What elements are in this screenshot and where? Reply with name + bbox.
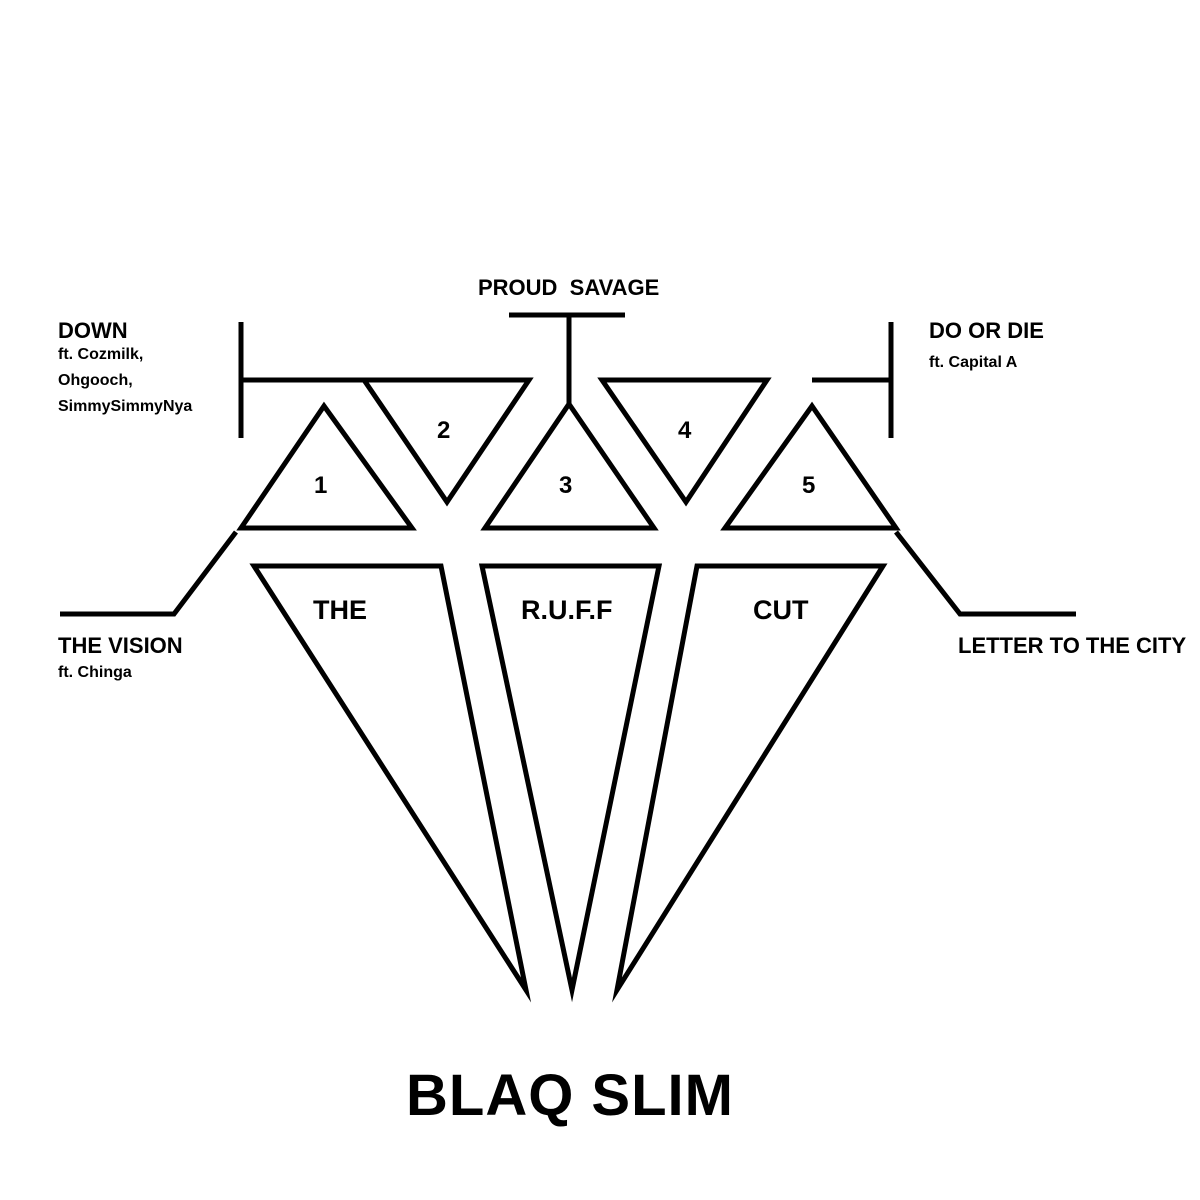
track-title-4: DO OR DIE	[929, 318, 1044, 343]
track-number-3: 3	[559, 472, 573, 499]
facet-3	[480, 399, 659, 531]
track-title-5: LETTER TO THE CITY	[958, 633, 1187, 658]
track-number-4: 4	[678, 417, 692, 444]
album-title-word-3: CUT	[753, 595, 809, 625]
track-number-5: 5	[802, 472, 816, 499]
track-number-2: 2	[437, 417, 451, 444]
track-featuring-2-line-2: Ohgooch,	[58, 372, 133, 389]
track-featuring-2-line-1: ft. Cozmilk,	[58, 346, 144, 363]
leader-line-letter-to-the-city	[894, 530, 1076, 617]
facet-2	[359, 377, 534, 507]
facet-5	[720, 401, 901, 531]
track-number-1: 1	[314, 472, 328, 499]
facet-1	[236, 401, 417, 531]
artist-name: BLAQ SLIM	[406, 1063, 734, 1128]
facet-4	[597, 377, 772, 507]
track-featuring-2-line-3: SimmySimmyNya	[58, 398, 193, 415]
album-title-word-1: THE	[313, 595, 367, 625]
facet-ruff	[478, 563, 663, 1003]
track-featuring-1: ft. Chinga	[58, 664, 132, 681]
facet-the	[249, 563, 532, 1003]
track-title-2: DOWN	[58, 318, 128, 343]
leader-line-the-vision	[60, 530, 238, 617]
facet-cut	[612, 563, 888, 1003]
track-title-3: PROUD SAVAGE	[478, 275, 660, 300]
album-title-word-2: R.U.F.F	[521, 595, 613, 625]
track-title-1: THE VISION	[58, 633, 183, 658]
track-featuring-4: ft. Capital A	[929, 354, 1018, 371]
